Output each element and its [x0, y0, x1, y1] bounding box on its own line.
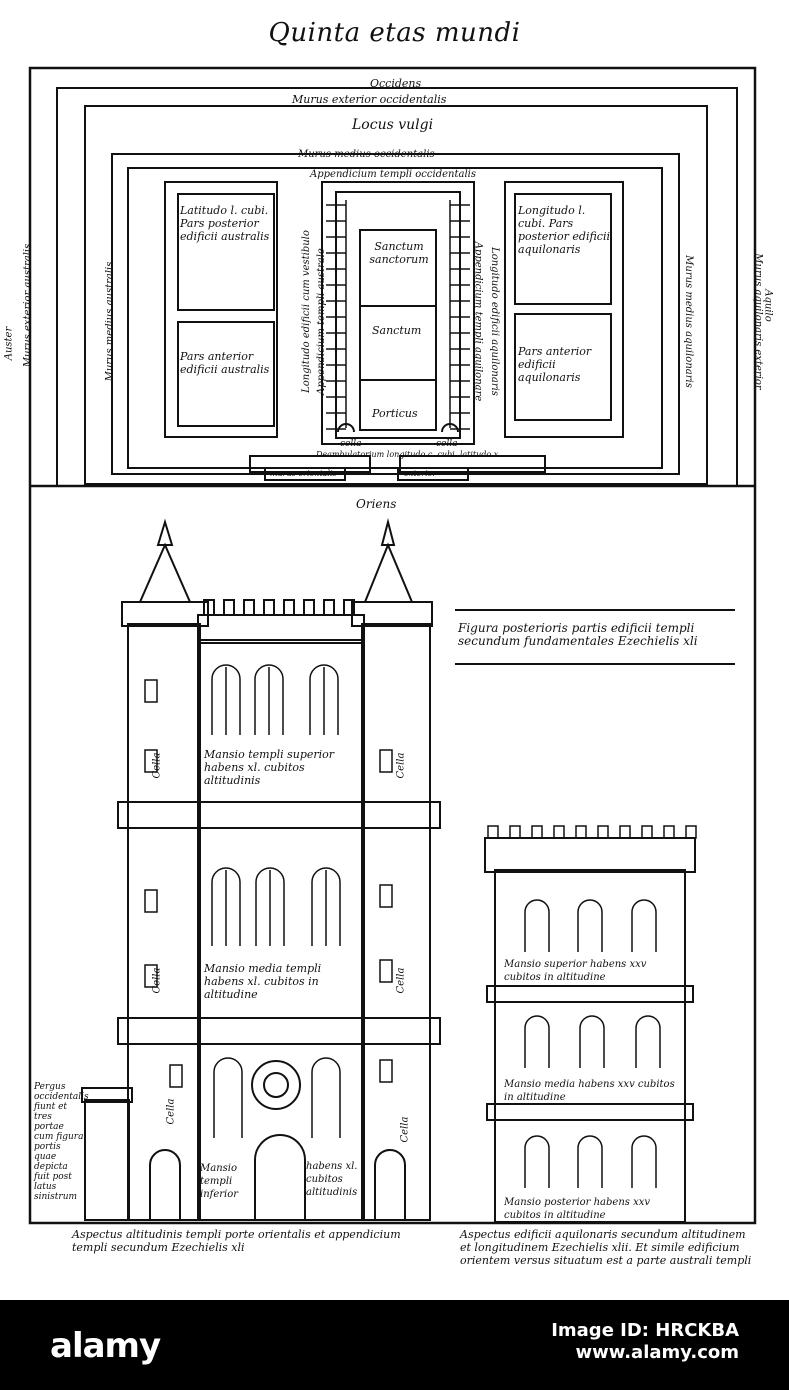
image-id-block: Image ID: HRCKBA www.alamy.com	[551, 1320, 739, 1364]
label-murus-exterior-occ: Murus exterior occidentalis	[292, 93, 447, 106]
page-title: Quinta etas mundi	[268, 18, 521, 48]
label-cella-left: cella	[340, 439, 362, 449]
image-id: Image ID: HRCKBA	[551, 1320, 739, 1341]
temple-plan	[28, 66, 757, 1225]
label-murus-exterior-aust: Murus exterior australis	[22, 243, 34, 368]
label-porticus: Porticus	[372, 407, 418, 420]
label-locus-vulgi: Locus vulgi	[352, 117, 434, 133]
label-small-middle: Mansio media habens xxv cubitos in altit…	[504, 1079, 675, 1103]
label-appendicium-aust: Appendicium templi australe	[315, 248, 327, 395]
label-cella-1: Cella	[151, 752, 163, 779]
label-auster: Auster	[3, 326, 15, 361]
temple-tower-elevation	[81, 518, 441, 1221]
label-oriens: Oriens	[356, 497, 397, 511]
label-sanctum-sanctorum: Sanctum sanctorum	[369, 240, 429, 266]
label-murus-medius-aust: Murus medius australis	[104, 261, 116, 382]
label-deambulatorium: Deambulatorium longitudo c. cubi. latitu…	[316, 450, 501, 459]
label-murus-oriente-right: exterior	[404, 469, 437, 478]
stock-footer-bar: alamy Image ID: HRCKBA www.alamy.com	[0, 1300, 789, 1390]
alamy-logo: alamy	[50, 1326, 161, 1366]
woodcut-drawing	[28, 66, 757, 1225]
label-aquilo: Aquilo	[762, 289, 774, 322]
label-appendicium-occ: Appendicium templi occidentalis	[310, 169, 476, 180]
label-murus-medius-aquil: Murus medius aquilonaris	[682, 255, 694, 388]
label-cella-2: Cella	[395, 752, 407, 779]
label-tower-top: Mansio templi superior habens xl. cubito…	[204, 748, 335, 787]
label-box-sw-bottom: Pars anterior edificii australis	[180, 350, 270, 376]
label-cella-4: Cella	[395, 967, 407, 994]
label-tower-middle: Mansio media templi habens xl. cubitos i…	[204, 962, 322, 1001]
woodcut-page: Quinta etas mundi	[3, 18, 774, 1267]
label-cella-right: cella	[436, 439, 458, 449]
label-box-ne-top: Longitudo l. cubi. Pars posterior edific…	[518, 204, 610, 256]
label-longitudo-aust: Longitudo edificii cum vestibulo	[300, 230, 312, 393]
label-small-top: Mansio superior habens xxv cubitos in al…	[504, 959, 647, 983]
label-left-note: Pergus occidentalis fiunt et tres portae…	[34, 1082, 89, 1202]
label-tower-bottom-left: Mansio templi inferior	[200, 1163, 239, 1200]
label-cella-5: Cella	[165, 1098, 177, 1125]
label-cella-3: Cella	[151, 967, 163, 994]
label-box-sw-top: Latitudo l. cubi. Pars posterior edifici…	[180, 204, 270, 243]
north-building-elevation	[484, 825, 697, 1223]
label-tower-bottom-right: habens xl. cubitos altitudinis	[306, 1161, 358, 1198]
label-box-ne-bottom: Pars anterior edificii aquilonaris	[518, 345, 592, 384]
label-small-bottom: Mansio posterior habens xxv cubitos in a…	[504, 1197, 651, 1221]
caption-figure-right: Figura posterioris partis edificii templ…	[458, 621, 698, 648]
label-appendicium-aquil: Appendicium templi aquilonare	[472, 241, 484, 402]
label-murus-oriente-left: murus orientalis	[270, 469, 337, 478]
label-cella-6: Cella	[399, 1116, 411, 1143]
caption-bottom-right: Aspectus edificii aquilonaris secundum a…	[460, 1228, 752, 1267]
label-murus-medius-occ: Murus medius occidentalis	[298, 149, 435, 160]
label-longitudo-aquil: Longitudo edificii aquilonaris	[488, 247, 500, 396]
label-occidens: Occidens	[370, 77, 422, 90]
label-sanctum: Sanctum	[372, 324, 422, 337]
site-url: www.alamy.com	[575, 1342, 739, 1363]
caption-bottom-left: Aspectus altitudinis templi porte orient…	[72, 1228, 401, 1254]
